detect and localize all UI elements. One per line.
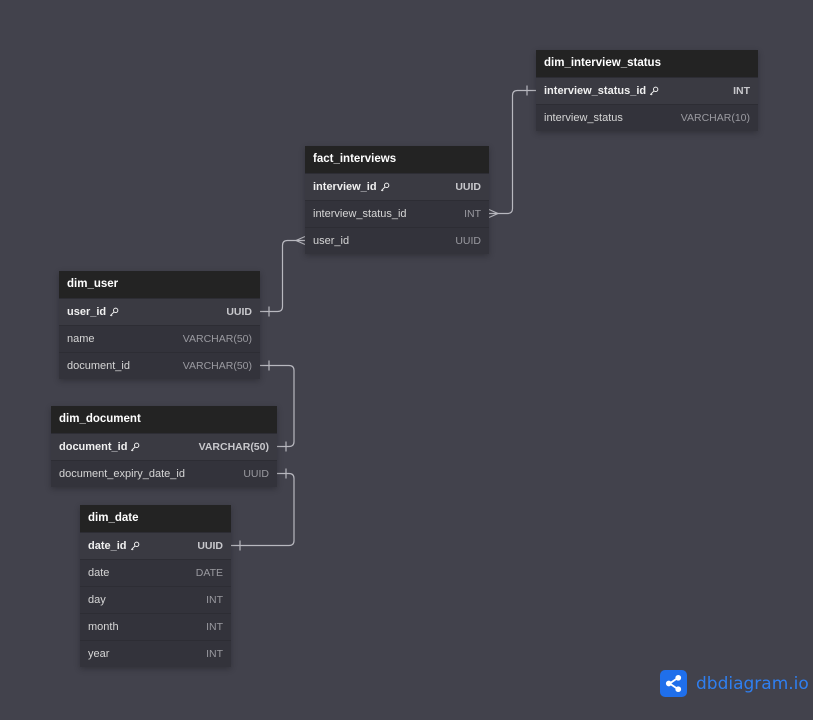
field-row-interview-status-id[interactable]: interview_status_id INT	[305, 200, 489, 227]
brand-logo[interactable]: dbdiagram.io	[660, 670, 809, 697]
field-name: day	[88, 594, 106, 606]
field-row-interview-id[interactable]: interview_id UUID	[305, 173, 489, 200]
field-name: document_id	[67, 360, 130, 372]
table-header[interactable]: dim_date	[80, 505, 231, 532]
key-icon	[377, 182, 390, 192]
field-type: UUID	[243, 468, 269, 480]
many-marker	[488, 208, 499, 219]
field-type: VARCHAR(50)	[182, 333, 252, 345]
field-type: INT	[206, 594, 223, 606]
field-name: user_id	[67, 306, 107, 318]
field-name-wrap: document_id	[67, 360, 130, 372]
field-row-document-id[interactable]: document_id VARCHAR(50)	[51, 433, 277, 460]
field-type: INT	[464, 208, 481, 220]
field-name-wrap: document_id	[59, 441, 140, 453]
field-name-wrap: user_id	[313, 235, 349, 247]
field-type: UUID	[455, 181, 481, 193]
key-icon	[646, 86, 659, 96]
field-name: user_id	[313, 235, 350, 247]
key-icon	[127, 442, 140, 452]
field-type: DATE	[195, 567, 223, 579]
field-name: month	[88, 621, 119, 633]
field-name: name	[67, 333, 95, 345]
field-name-wrap: month	[88, 621, 119, 633]
many-marker	[295, 235, 306, 246]
field-name: interview_status_id	[313, 208, 407, 220]
key-icon	[106, 307, 119, 317]
field-type: VARCHAR(10)	[680, 112, 750, 124]
field-name-wrap: name	[67, 333, 95, 345]
field-type: UUID	[197, 540, 223, 552]
brand-text: dbdiagram.io	[696, 673, 809, 694]
relationship-line	[260, 239, 305, 313]
field-type: UUID	[226, 306, 252, 318]
field-type: INT	[206, 648, 223, 660]
field-name: document_expiry_date_id	[59, 468, 185, 480]
field-name: document_id	[59, 441, 128, 453]
field-type: VARCHAR(50)	[198, 441, 269, 453]
field-name-wrap: interview_id	[313, 181, 390, 193]
share-nodes-icon	[660, 670, 687, 697]
field-row-day[interactable]: day INT	[80, 586, 231, 613]
field-name: year	[88, 648, 110, 660]
field-row-interview-status-id[interactable]: interview_status_id INT	[536, 77, 758, 104]
field-name-wrap: document_expiry_date_id	[59, 468, 185, 480]
table-header[interactable]: dim_interview_status	[536, 50, 758, 77]
field-name-wrap: user_id	[67, 306, 119, 318]
table-dim-interview-status[interactable]: dim_interview_status interview_status_id I…	[536, 50, 758, 131]
field-name: interview_id	[313, 181, 377, 193]
table-header[interactable]: dim_document	[51, 406, 277, 433]
field-row-document-id[interactable]: document_id VARCHAR(50)	[59, 352, 260, 379]
field-name-wrap: interview_status	[544, 112, 623, 124]
field-name-wrap: day	[88, 594, 106, 606]
field-name: date_id	[88, 540, 127, 552]
key-icon	[127, 541, 140, 551]
field-row-date[interactable]: date DATE	[80, 559, 231, 586]
field-row-month[interactable]: month INT	[80, 613, 231, 640]
field-name-wrap: interview_status_id	[544, 85, 659, 97]
field-row-interview-status[interactable]: interview_status VARCHAR(10)	[536, 104, 758, 131]
field-row-user-id[interactable]: user_id UUID	[305, 227, 489, 254]
table-header[interactable]: fact_interviews	[305, 146, 489, 173]
table-header[interactable]: dim_user	[59, 271, 260, 298]
field-name: interview_status_id	[544, 85, 647, 97]
field-name-wrap: year	[88, 648, 109, 660]
field-name-wrap: date	[88, 567, 109, 579]
field-row-year[interactable]: year INT	[80, 640, 231, 667]
field-name-wrap: interview_status_id	[313, 208, 407, 220]
field-name: interview_status	[544, 112, 623, 124]
field-row-user-id[interactable]: user_id UUID	[59, 298, 260, 325]
field-name-wrap: date_id	[88, 540, 140, 552]
field-type: UUID	[455, 235, 481, 247]
field-type: INT	[206, 621, 223, 633]
field-row-document-expiry-date-id[interactable]: document_expiry_date_id UUID	[51, 460, 277, 487]
field-type: VARCHAR(50)	[182, 360, 252, 372]
field-name: date	[88, 567, 110, 579]
field-row-date-id[interactable]: date_id UUID	[80, 532, 231, 559]
relationship-line	[489, 89, 536, 215]
field-row-name[interactable]: name VARCHAR(50)	[59, 325, 260, 352]
field-type: INT	[733, 85, 750, 97]
